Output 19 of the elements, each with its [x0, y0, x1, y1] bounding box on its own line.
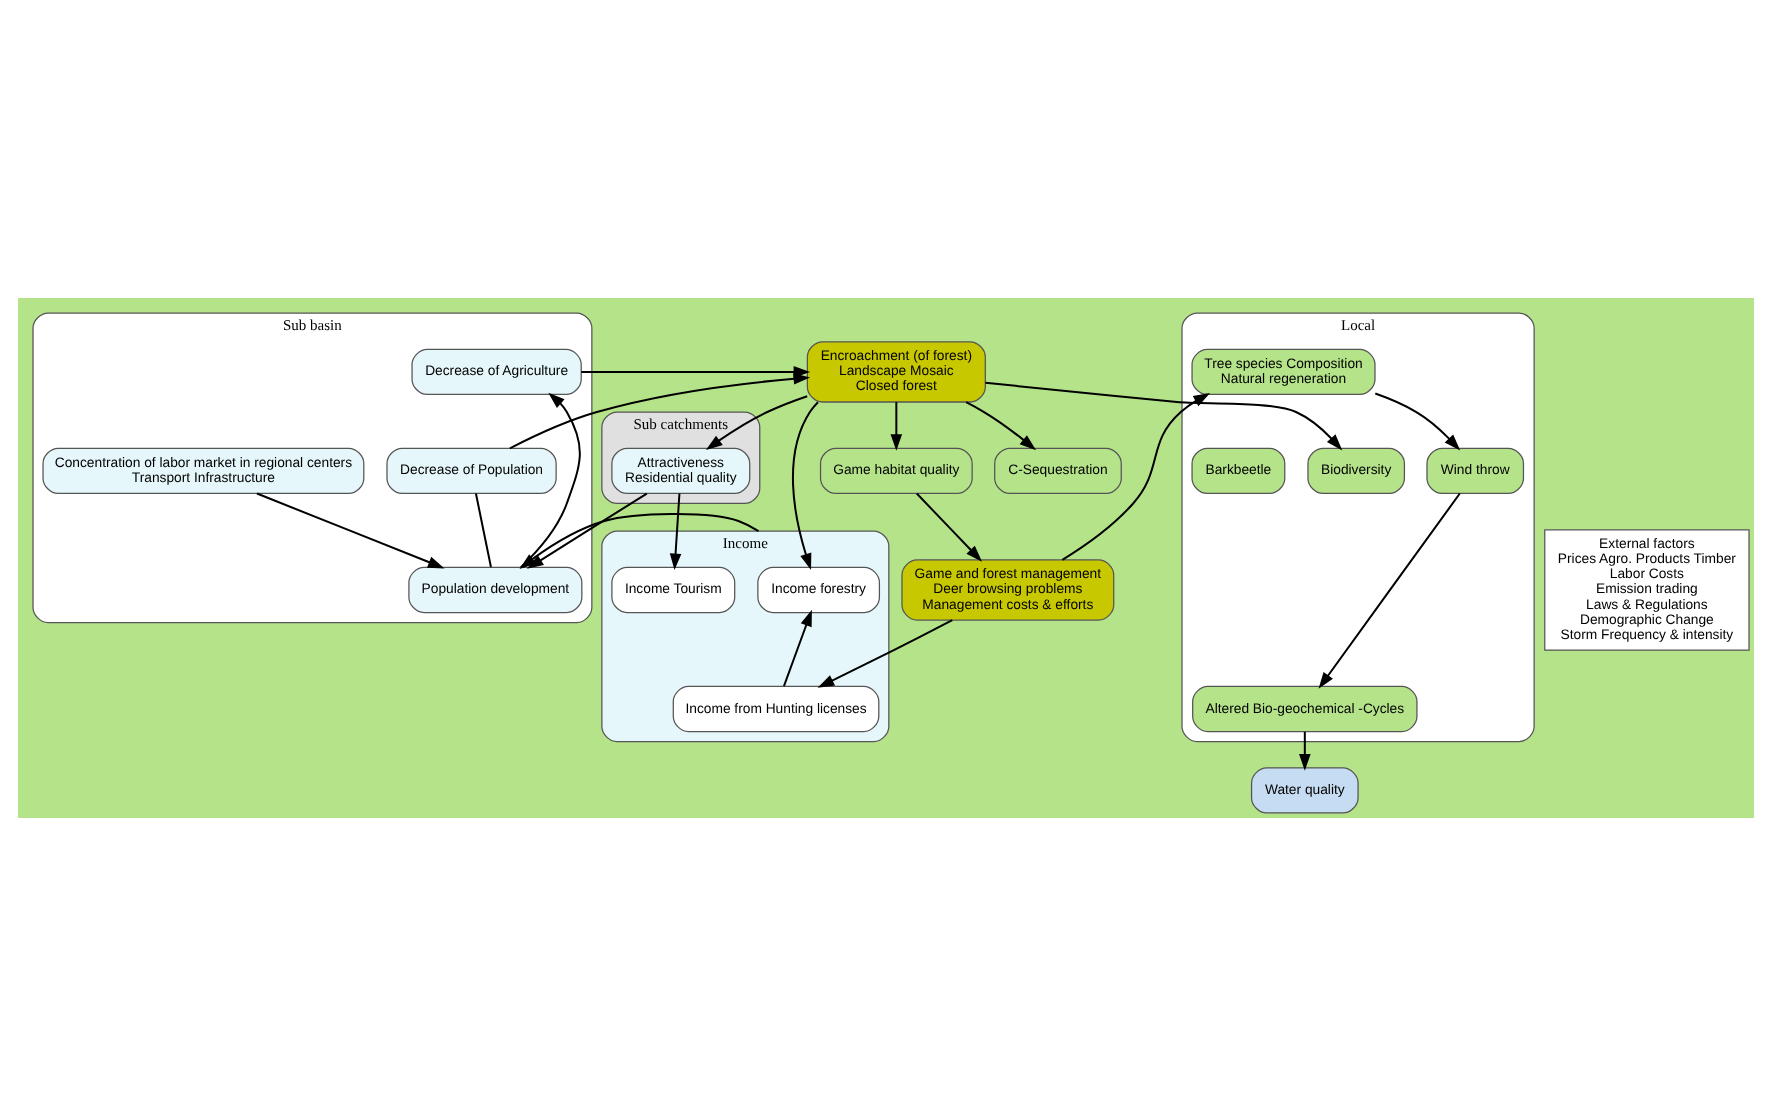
connector	[474, 492, 492, 569]
arrow	[519, 513, 760, 569]
arrow	[915, 492, 983, 562]
arrow	[890, 401, 903, 451]
arrow	[965, 401, 1037, 451]
arrow	[1318, 492, 1461, 689]
arrow	[984, 381, 1343, 451]
arrow	[817, 619, 954, 688]
arrow	[526, 492, 648, 569]
arrow	[256, 492, 445, 569]
arrow	[508, 373, 811, 450]
arrow	[669, 492, 682, 571]
arrow	[1374, 392, 1461, 451]
arrow	[1061, 393, 1211, 561]
arrow	[782, 609, 812, 688]
arrow	[519, 392, 581, 569]
arrow	[705, 395, 809, 450]
arrow	[792, 401, 819, 570]
arrow	[1299, 730, 1311, 771]
